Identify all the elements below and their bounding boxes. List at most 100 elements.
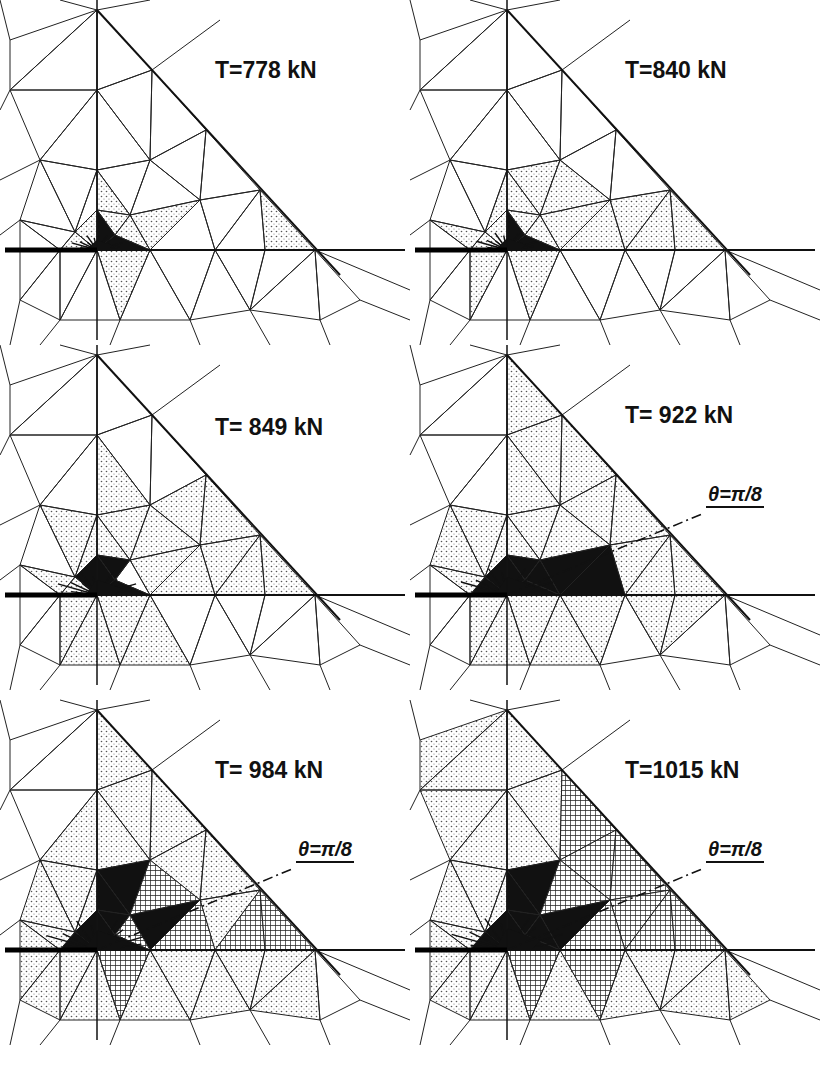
symmetry-axis — [506, 345, 508, 685]
mesh-line — [470, 700, 507, 710]
mesh-element — [450, 790, 507, 870]
mesh-element — [20, 250, 60, 320]
mesh-element — [10, 710, 97, 790]
mesh-line — [725, 250, 820, 290]
mesh-element — [40, 90, 97, 170]
mesh-line — [40, 320, 60, 345]
mesh-element — [315, 595, 360, 665]
symmetry-axis — [506, 0, 508, 340]
mesh-line — [410, 0, 420, 40]
crack-line — [5, 948, 97, 953]
load-label: T=840 kN — [625, 58, 727, 83]
mesh-line — [600, 1020, 610, 1045]
mesh-element — [40, 790, 97, 870]
mesh-line — [410, 345, 420, 385]
mesh-element — [420, 710, 507, 790]
mesh-element — [150, 200, 215, 250]
load-label: T=1015 kN — [625, 758, 739, 783]
mesh-line — [0, 565, 20, 580]
mesh-element — [507, 515, 540, 560]
mesh-line — [410, 220, 430, 235]
mesh-element — [97, 170, 130, 215]
mesh-element — [10, 355, 97, 435]
mesh-element — [420, 710, 507, 790]
mesh-line — [10, 645, 20, 690]
mesh-line — [600, 320, 610, 345]
mesh-line — [507, 0, 560, 10]
mesh-element — [97, 250, 150, 320]
mesh-line — [600, 665, 610, 690]
mesh-element — [315, 950, 360, 1020]
mesh-element — [420, 90, 507, 160]
mesh-line — [250, 310, 270, 345]
mesh-line — [770, 1000, 820, 1020]
mesh-element — [560, 200, 625, 250]
load-label: T= 849 kN — [215, 415, 323, 440]
mesh-element — [315, 250, 360, 320]
mesh-element — [610, 830, 670, 900]
mesh-line — [770, 300, 820, 320]
mesh-line — [152, 20, 220, 70]
mesh-line — [730, 665, 740, 690]
mesh-line — [562, 20, 630, 70]
mesh-element — [20, 565, 60, 645]
mesh-element — [420, 10, 507, 90]
mesh-element — [560, 545, 625, 595]
mesh-element — [250, 595, 320, 665]
mesh-element — [430, 565, 470, 645]
mesh-line — [562, 720, 630, 770]
mesh-element — [670, 890, 725, 950]
mesh-element — [150, 130, 206, 200]
mesh-element — [20, 220, 60, 300]
mesh-line — [0, 920, 20, 935]
mesh-panel — [0, 700, 410, 1045]
symmetry-axis — [506, 700, 508, 1040]
mesh-element — [200, 130, 260, 200]
mesh-line — [470, 345, 507, 355]
mesh-element — [507, 870, 540, 915]
mesh-element — [670, 190, 725, 250]
mesh-element — [430, 250, 470, 320]
mesh-line — [315, 595, 410, 635]
mesh-line — [190, 1020, 200, 1045]
mesh-line — [250, 655, 270, 690]
mesh-line — [420, 1000, 430, 1045]
mesh-panel — [0, 345, 410, 690]
mesh-element — [670, 535, 725, 595]
mesh-line — [660, 310, 680, 345]
mesh-line — [410, 435, 420, 455]
ligament-line — [507, 949, 815, 951]
mesh-element — [250, 250, 320, 320]
mesh-line — [420, 300, 430, 345]
mesh-element — [97, 435, 150, 515]
theta-ray — [507, 514, 702, 595]
ligament-line — [97, 594, 405, 596]
mesh-element — [215, 890, 265, 950]
mesh-element — [660, 250, 730, 320]
mesh-element — [40, 160, 97, 232]
mesh-element — [610, 475, 670, 545]
mesh-line — [10, 1000, 20, 1045]
mesh-line — [410, 700, 420, 740]
mesh-element — [40, 505, 97, 577]
mesh-element — [470, 250, 530, 320]
mesh-element — [215, 535, 265, 595]
crack-line — [415, 248, 507, 253]
mesh-element — [150, 70, 206, 160]
mesh-line — [562, 365, 630, 415]
mesh-line — [507, 345, 560, 355]
mesh-line — [410, 90, 420, 110]
mesh-line — [110, 320, 120, 345]
ligament-line — [507, 249, 815, 251]
mesh-element — [430, 505, 485, 577]
mesh-element — [260, 190, 315, 250]
boundary-line — [97, 10, 340, 275]
mesh-line — [730, 1020, 740, 1045]
mesh-element — [430, 595, 470, 665]
mesh-element — [430, 160, 485, 232]
mesh-panel — [0, 0, 410, 345]
mesh-line — [97, 700, 150, 710]
mesh-line — [520, 1020, 530, 1045]
mesh-line — [470, 0, 507, 10]
